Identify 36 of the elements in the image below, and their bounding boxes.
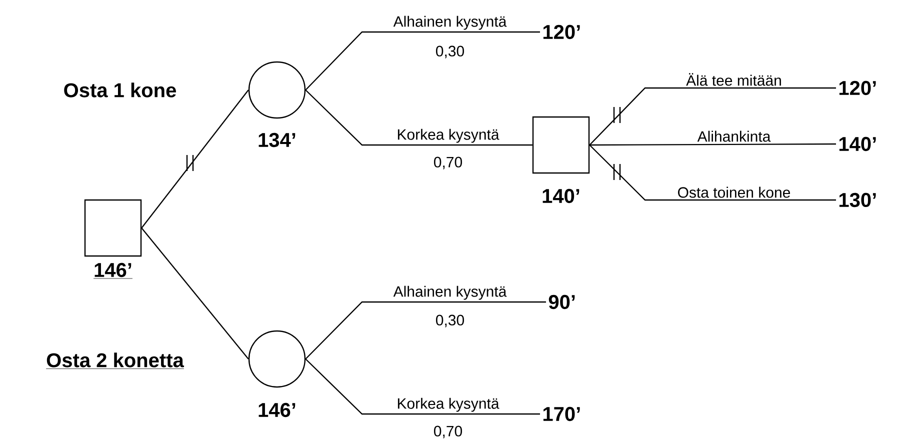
branch-line	[305, 301, 546, 360]
chance-node	[248, 61, 306, 119]
branch-line	[305, 31, 540, 90]
payoff-value: 120’	[839, 80, 876, 96]
branch-line	[589, 87, 836, 146]
branch-line	[305, 358, 540, 415]
alternative-label: Osta 1 kone	[64, 82, 176, 98]
edge-label: Korkea kysyntä	[398, 398, 500, 412]
node-value: 140’	[542, 188, 580, 204]
payoff-value: 170’	[543, 406, 580, 422]
payoff-value: 130’	[839, 192, 876, 208]
payoff-value: 90’	[548, 294, 575, 310]
edge-label: Älä tee mitään	[686, 73, 781, 86]
branch-line	[141, 90, 249, 228]
probability-label: 0,30	[436, 314, 464, 328]
branch-line	[141, 228, 249, 360]
edge-label: Alhainen kysyntä	[393, 286, 507, 300]
probability-label: 0,70	[434, 426, 462, 438]
node-value: 146’	[258, 402, 296, 418]
node-value: 134’	[258, 132, 296, 148]
branch-line	[305, 90, 532, 146]
edge-label: Osta toinen kone	[678, 186, 790, 198]
payoff-value: 140’	[839, 136, 876, 152]
edge-label: Korkea kysyntä	[398, 128, 500, 143]
decision-node	[532, 116, 590, 174]
edge-label: Alhainen kysyntä	[393, 16, 507, 30]
payoff-value: 120’	[543, 24, 580, 40]
probability-label: 0,30	[436, 46, 464, 58]
node-value: 146’	[93, 262, 133, 279]
alternative-label: Osta 2 konetta	[46, 352, 184, 369]
chance-node	[248, 330, 306, 388]
edge-label: Alihankinta	[697, 130, 771, 142]
probability-label: 0,70	[434, 156, 462, 170]
branch-line	[590, 143, 836, 146]
decision-node	[84, 199, 142, 257]
branch-line	[589, 144, 836, 201]
